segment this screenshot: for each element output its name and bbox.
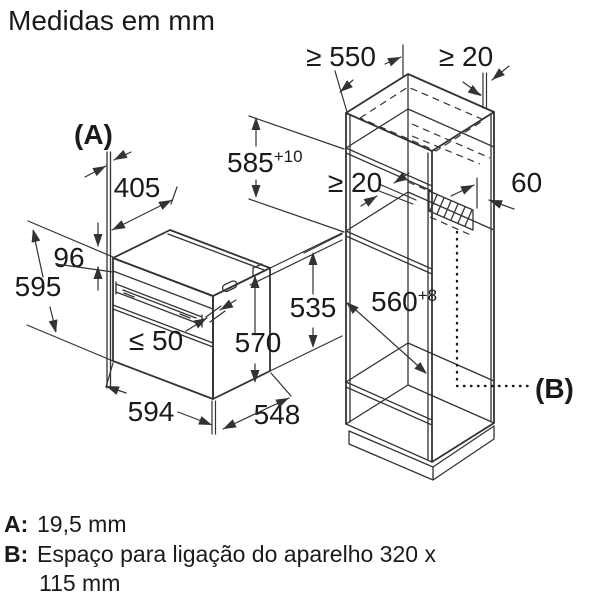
dim-20-top-label: ≥ 20 — [439, 41, 493, 72]
connection-leader-dotted — [455, 230, 533, 388]
dim-20-inner-label: ≥ 20 — [328, 167, 382, 198]
oven-side-grip — [221, 280, 238, 293]
dim-594-label: 594 — [128, 396, 175, 427]
dim-50-label: ≤ 50 — [129, 325, 183, 356]
dim-60-label: 60 — [511, 167, 542, 198]
page-title: Medidas em mm — [8, 5, 215, 36]
dim-96-label: 96 — [53, 242, 84, 273]
dim-560-label: 560+8 — [371, 286, 437, 317]
callout-b-label: (B) — [535, 373, 574, 404]
connection-area-hatch — [428, 177, 478, 231]
legend-a-key: A: — [4, 511, 28, 537]
door-plane-lines — [106, 151, 112, 389]
projection-lines — [249, 232, 343, 372]
callout-a-label: (A) — [74, 119, 113, 150]
legend: A: 19,5 mm B: Espaço para ligação do apa… — [4, 511, 436, 596]
cabinet-dimensions: ≥ 550 ≥ 20 585+10 ≥ 20 60 535 560+8 — [227, 41, 574, 404]
oven-handle — [115, 281, 203, 328]
dim-570-label: 570 — [235, 327, 282, 358]
legend-b-key: B: — [4, 541, 28, 567]
dim-405-label: 405 — [114, 172, 161, 203]
cabinet-drawing — [345, 72, 533, 481]
dim-585-label: 585+10 — [227, 147, 303, 178]
legend-b-value-line1: Espaço para ligação do aparelho 320 x — [37, 541, 436, 567]
legend-b-value-line2: 115 mm — [39, 570, 120, 596]
cabinet-plinth — [348, 425, 495, 481]
dim-550-label: ≥ 550 — [306, 41, 376, 72]
dim-595-label: 595 — [15, 271, 62, 302]
dim-535-label: 535 — [290, 292, 337, 323]
legend-a-value: 19,5 mm — [37, 511, 126, 537]
oven-dimensions: (A) 405 96 595 ≤ 50 570 594 548 — [15, 119, 300, 435]
hidden-recess-edges — [359, 86, 491, 237]
oven-drawing — [106, 151, 271, 400]
